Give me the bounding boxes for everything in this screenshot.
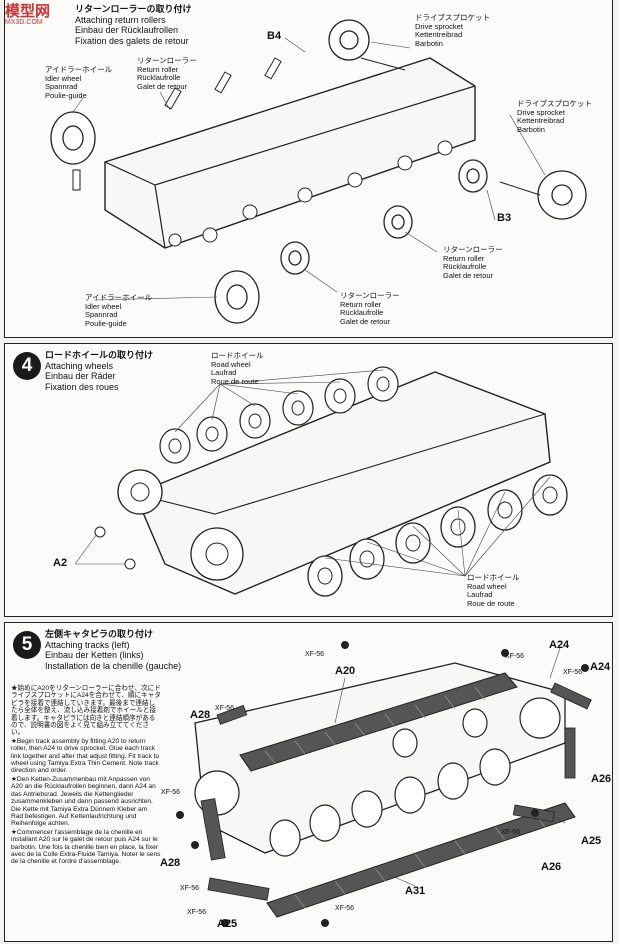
step-3-drawing xyxy=(50,19,587,324)
return-roller-top-label: リターンローラー Return roller Rücklaufrolle Gal… xyxy=(137,56,197,91)
step-5-header: 左側キャタピラの取り付け Attaching tracks (left) Ein… xyxy=(45,629,181,671)
step-5-title-de: Einbau der Ketten (links) xyxy=(45,650,144,660)
step-4-drawing xyxy=(74,366,568,597)
track-assembly-notes: ★始めにA20をリターンローラーに合わせ、次にドライブスプロケットにA24を合わ… xyxy=(11,685,161,867)
step-5-number: 5 xyxy=(13,631,41,659)
site-watermark: 模型网 MX3D.COM xyxy=(5,3,51,26)
step-5-title-fr: Installation de la chenille (gauche) xyxy=(45,660,182,671)
step-3-title-de: Einbau der Rücklaufrollen xyxy=(75,25,179,35)
part-b4-label: B4 xyxy=(267,30,282,42)
step-4-panel: 4 ロードホイールの取り付け Attaching wheels Einbau d… xyxy=(4,343,613,617)
part-a25-right-label: A25 xyxy=(581,835,602,847)
step-3-title-en: Attaching return rollers xyxy=(75,14,166,25)
step-4-title-en: Attaching wheels xyxy=(45,360,114,371)
step-5-title-en: Attaching tracks (left) xyxy=(45,639,130,650)
paint-xf56-g: XF-56 xyxy=(501,829,521,836)
paint-xf56-a: XF-56 xyxy=(305,651,325,658)
idler-wheel-bottom-label: アイドラーホイール Idler wheel Spannrad Poulie-gu… xyxy=(85,293,153,328)
step-4-number: 4 xyxy=(13,352,41,380)
part-a28-upper-label: A28 xyxy=(190,709,211,721)
part-a31-label: A31 xyxy=(405,885,426,897)
step-3-title-fr: Fixation des galets de retour xyxy=(75,35,189,46)
paint-xf56-f: XF-56 xyxy=(335,905,355,912)
step-3-header: リターンローラーの取り付け Attaching return rollers E… xyxy=(75,4,192,46)
step-5-drawing xyxy=(176,641,592,927)
drive-sprocket-right-label: ドライブスプロケット Drive sprocket Kettentreibrad… xyxy=(517,99,592,134)
drive-sprocket-top-label: ドライブスプロケット Drive sprocket Kettentreibrad… xyxy=(415,13,490,48)
note-de: ★Den Ketten-Zusammenbau mit Anpassen von… xyxy=(11,775,156,828)
paint-xf56-e: XF-56 xyxy=(187,909,207,916)
step-4-header: ロードホイールの取り付け Attaching wheels Einbau der… xyxy=(45,350,153,392)
paint-xf56-c: XF-56 xyxy=(161,789,181,796)
return-roller-right-label: リターンローラー Return roller Rücklaufrolle Gal… xyxy=(443,245,503,280)
step-5-panel: 5 左側キャタピラの取り付け Attaching tracks (left) E… xyxy=(4,622,613,942)
paint-xf56-h: XF-56 xyxy=(505,653,525,660)
part-a2-label: A2 xyxy=(53,557,68,569)
note-en: ★Begin track assembly by fitting A20 to … xyxy=(11,737,160,775)
part-a24-top-label: A24 xyxy=(549,639,570,651)
return-roller-bottom-label: リターンローラー Return roller Rücklaufrolle Gal… xyxy=(340,291,400,326)
part-a26-right-label: A26 xyxy=(591,773,612,785)
step-3-title-jp: リターンローラーの取り付け xyxy=(75,4,192,14)
note-jp: ★始めにA20をリターンローラーに合わせ、次にドライブスプロケットにA24を合わ… xyxy=(11,685,161,737)
step-4-title-de: Einbau der Räder xyxy=(45,371,116,381)
part-a24-right-label: A24 xyxy=(590,661,611,673)
part-a25-bottom-label: A25 xyxy=(217,918,238,930)
part-b3-label: B3 xyxy=(497,212,512,224)
step-5-title-jp: 左側キャタピラの取り付け xyxy=(45,629,154,639)
step-3-panel: 模型网 MX3D.COM リターンローラーの取り付け Attaching ret… xyxy=(4,0,613,338)
paint-xf56-d: XF-56 xyxy=(180,885,200,892)
part-a26-bottom-label: A26 xyxy=(541,861,562,873)
road-wheel-top-label: ロードホイール Road wheel Laufrad Roue de route xyxy=(211,351,264,386)
part-a20-label: A20 xyxy=(335,665,356,677)
paint-xf56-i: XF-56 xyxy=(563,669,583,676)
step-4-title-fr: Fixation des roues xyxy=(45,381,119,392)
road-wheel-bottom-label: ロードホイール Road wheel Laufrad Roue de route xyxy=(467,573,520,608)
part-a28-lower-label: A28 xyxy=(160,857,181,869)
paint-xf56-b: XF-56 xyxy=(215,705,235,712)
step-4-title-jp: ロードホイールの取り付け xyxy=(45,350,154,360)
note-fr: ★Commencer l'assemblage de la chenille e… xyxy=(11,828,161,866)
idler-wheel-top-label: アイドラーホイール Idler wheel Spannrad Poulie-gu… xyxy=(45,65,113,100)
